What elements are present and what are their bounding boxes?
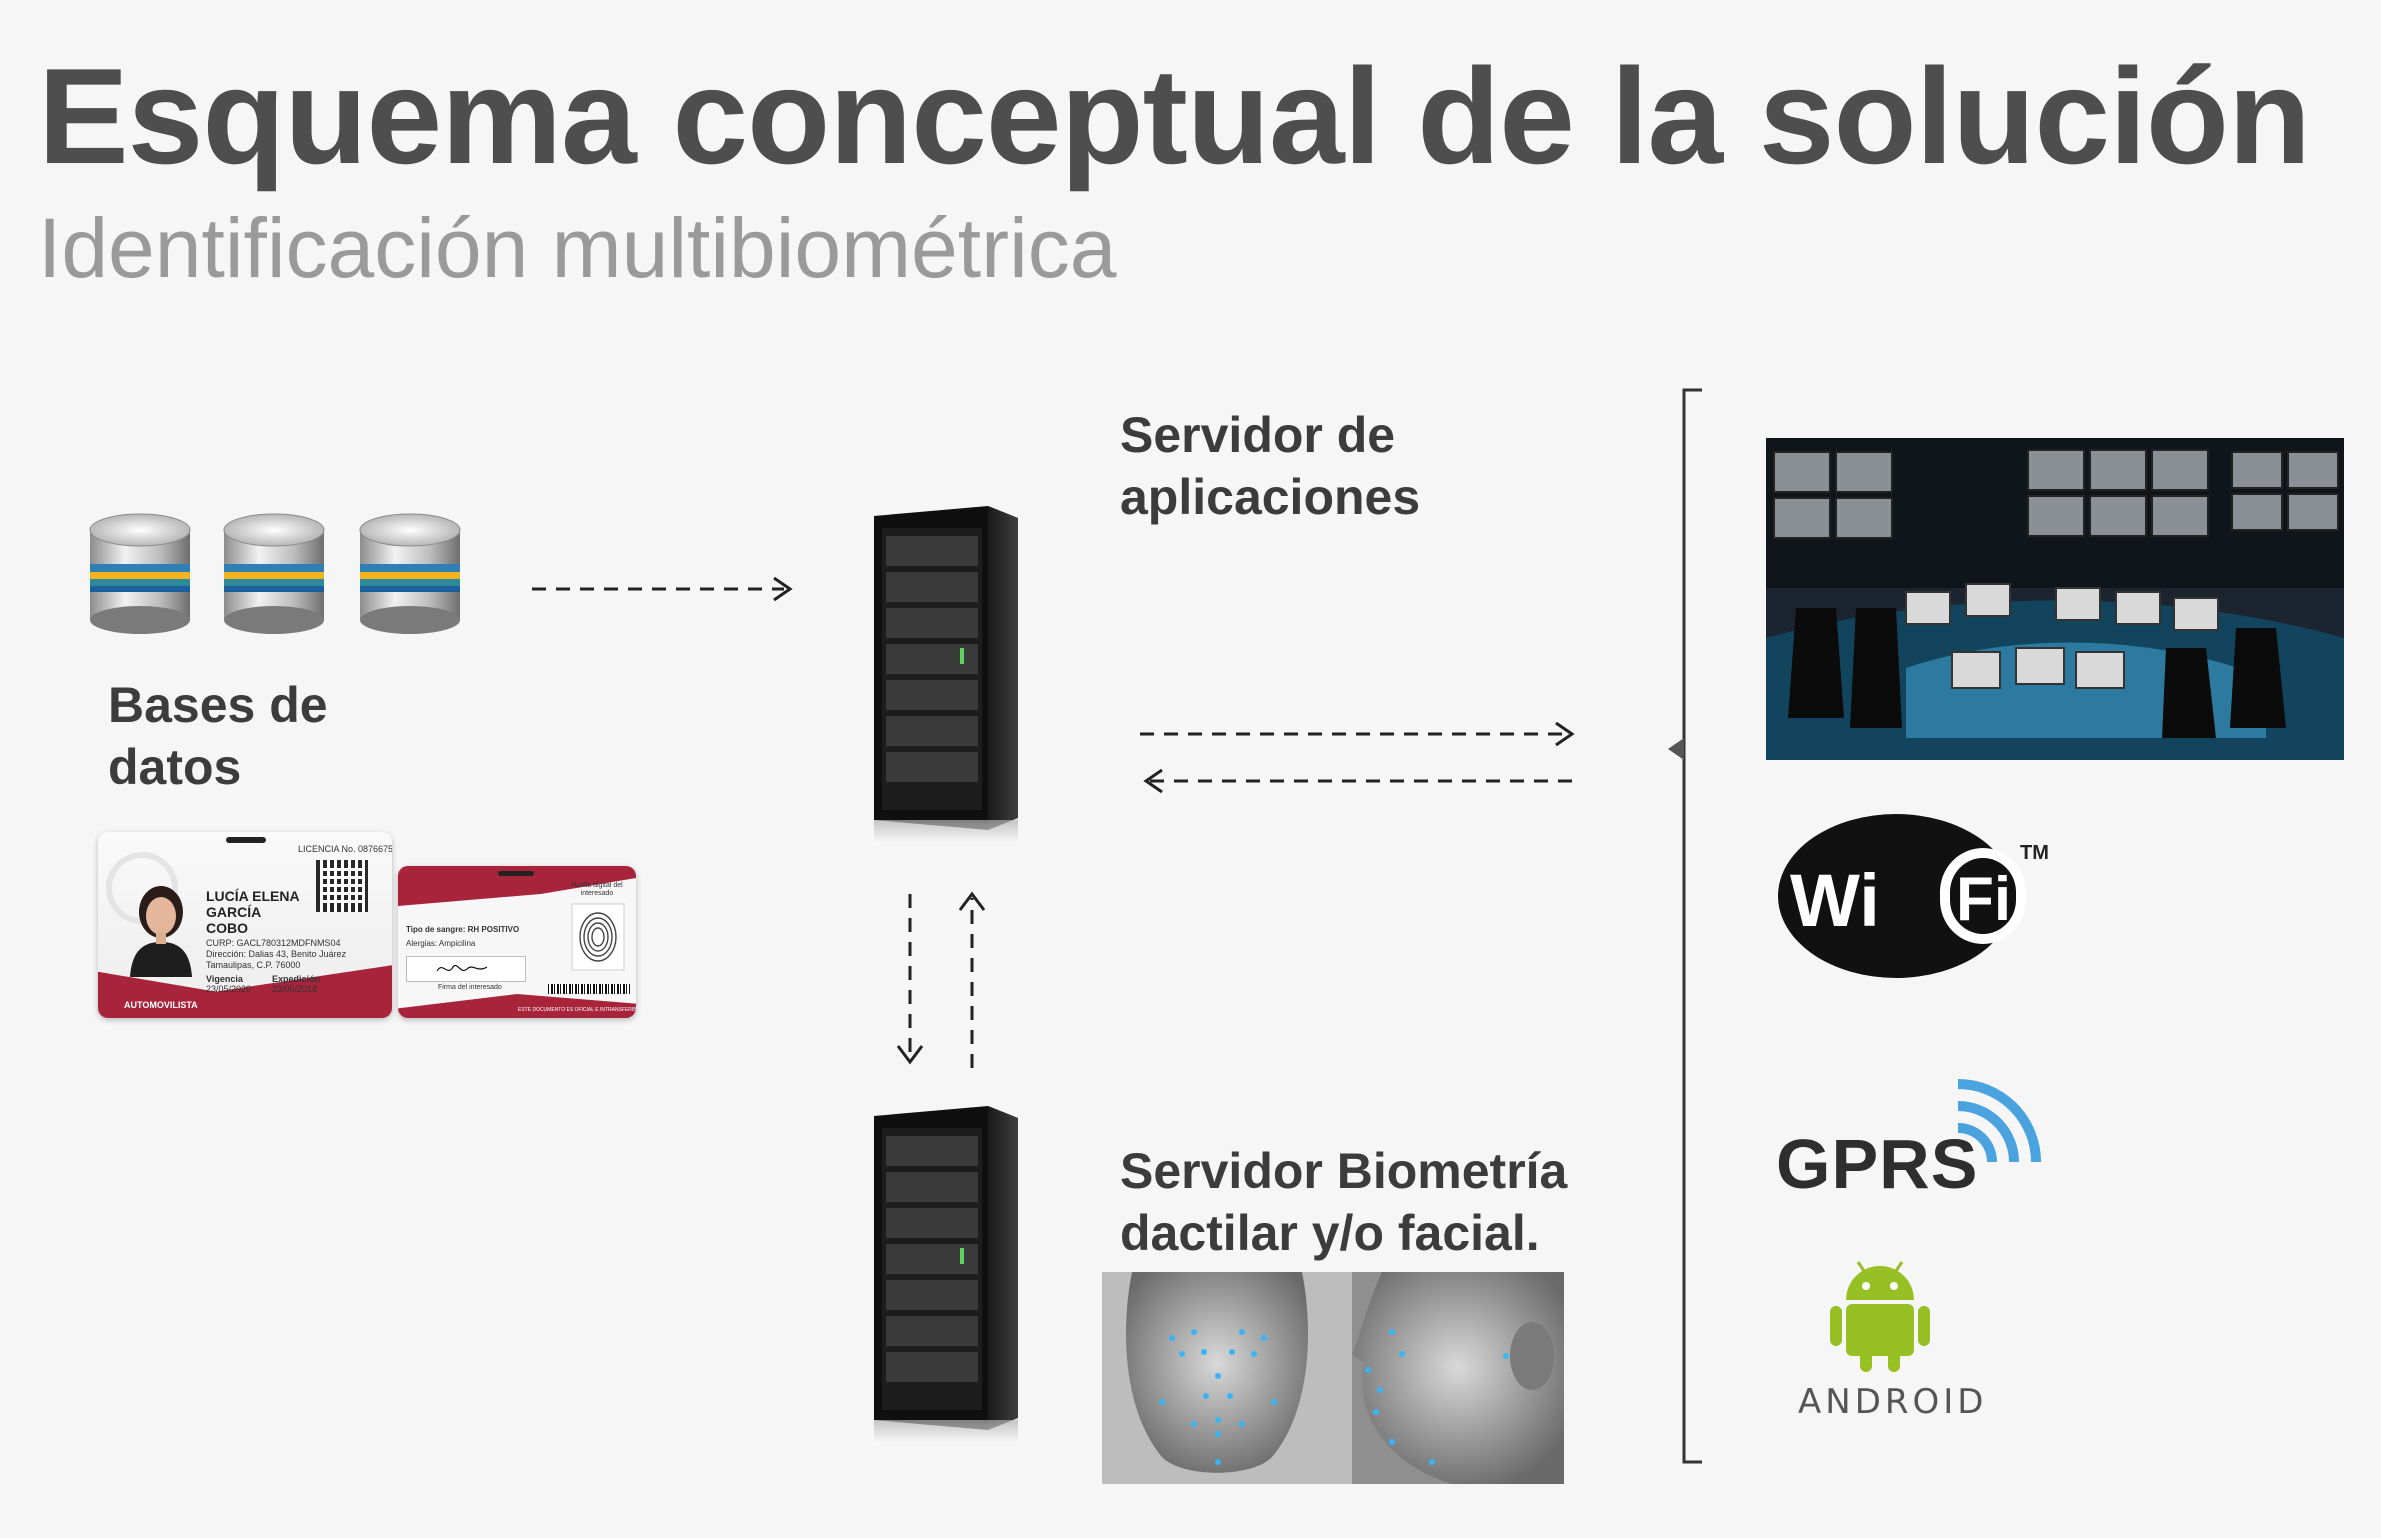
databases-label-line1: Bases de <box>108 677 328 733</box>
wifi-text-wi: Wi <box>1790 859 1880 942</box>
databases-label: Bases de datos <box>108 674 328 798</box>
arrows-app-to-clients <box>1140 721 1578 794</box>
app-server-icon <box>874 506 1018 842</box>
gprs-label: GPRS <box>1776 1125 1979 1203</box>
facial-biometrics-image <box>1102 1272 1564 1484</box>
signature-box <box>406 956 526 982</box>
signature-label: Firma del interesado <box>438 984 502 991</box>
android-label: ANDROID <box>1798 1382 1988 1422</box>
license-address: Dirección: Dalias 43, Benito Juárez <box>206 949 347 959</box>
bio-server-label-line2: dactilar y/o facial. <box>1120 1205 1540 1261</box>
database-icons <box>89 513 461 634</box>
database-icon <box>89 513 191 634</box>
license-expedicion-label: Expedición <box>272 974 321 984</box>
app-server-label-line2: aplicaciones <box>1120 469 1421 525</box>
blood-type: Tipo de sangre: RH POSITIVO <box>406 925 520 934</box>
bio-server-label: Servidor Biometría dactilar y/o facial. <box>1120 1140 1567 1264</box>
license-name-2: GARCÍA <box>206 904 262 920</box>
gprs-signal-icon <box>1957 1079 2041 1163</box>
license-curp: CURP: GACL780312MDFNMS04 <box>206 938 341 948</box>
android-robot-icon <box>1830 1261 1930 1372</box>
clients-bracket <box>1668 388 1702 1464</box>
control-room-image <box>1766 438 2344 760</box>
license-vigencia: 23/05/2020 <box>206 984 252 994</box>
database-icon <box>359 513 461 634</box>
license-number: LICENCIA No. 08766754 <box>298 844 392 854</box>
barcode <box>548 984 630 994</box>
databases-label-line2: datos <box>108 739 242 795</box>
arrow-db-to-app <box>532 576 793 602</box>
license-vigencia-label: Vigencia <box>206 974 243 984</box>
license-card-back: Huella digital del interesado Tipo de sa… <box>398 866 636 1018</box>
bio-server-label-line1: Servidor Biometría <box>1120 1143 1568 1199</box>
fingerprint-icon <box>571 903 625 971</box>
license-type: AUTOMOVILISTA <box>124 1000 198 1010</box>
license-card-front: LICENCIA No. 08766754 LUCÍA ELENA GARCÍA… <box>98 832 392 1018</box>
portrait-photo <box>130 886 192 977</box>
allergies: Alergias: Ampicilina <box>406 939 476 948</box>
license-name-1: LUCÍA ELENA <box>206 888 300 904</box>
fingerprint-label: Huella digital del interesado <box>571 882 623 897</box>
app-server-label-line1: Servidor de <box>1120 407 1396 463</box>
wifi-logo-icon: Wi Fi <box>1778 814 2026 978</box>
app-server-label: Servidor de aplicaciones <box>1120 404 1420 528</box>
page-subtitle: Identificación multibiométrica <box>38 201 1117 295</box>
bio-server-icon <box>874 1106 1018 1442</box>
database-icon <box>223 513 325 634</box>
arrows-app-to-bio <box>896 891 986 1068</box>
license-city: Tamaulipas, C.P. 76000 <box>206 960 301 970</box>
back-footer: ESTE DOCUMENTO ES OFICIAL E INTRANSFERIB… <box>518 1007 636 1013</box>
license-name-3: COBO <box>206 920 248 936</box>
wifi-text-fi: Fi <box>1956 865 2011 934</box>
license-expedicion: 23/05/2018 <box>272 984 318 994</box>
page-title: Esquema conceptual de la solución <box>38 40 2311 192</box>
wifi-trademark: TM <box>2020 842 2049 864</box>
